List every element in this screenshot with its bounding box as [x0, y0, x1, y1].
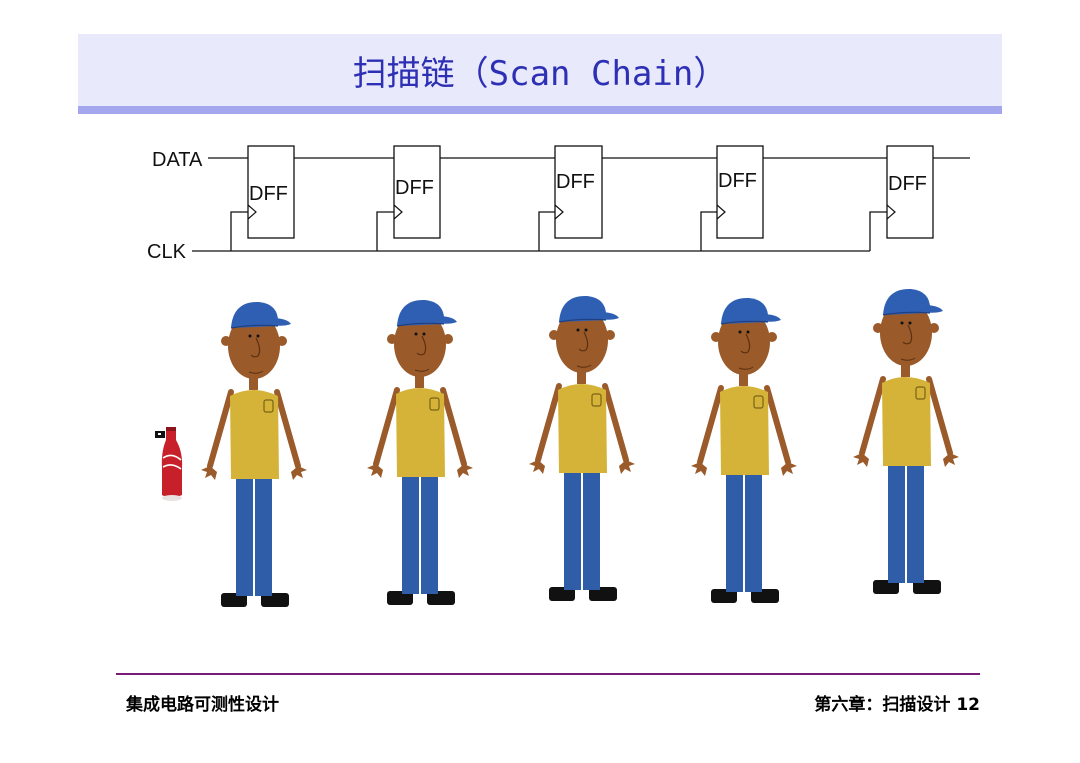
person-figure-5 [853, 289, 959, 594]
title-chinese: 扫描链 [352, 53, 455, 94]
clock-triangle-icon [247, 204, 257, 220]
person-figure-2 [367, 300, 473, 605]
clk-label: CLK [147, 241, 187, 263]
title-underline [78, 106, 1002, 114]
title-english: （Scan Chain） [454, 53, 728, 94]
dff-5: DFF [886, 145, 934, 239]
dff-label: DFF [888, 173, 927, 195]
dff-4: DFF [716, 145, 764, 239]
dff-3: DFF [554, 145, 603, 239]
footer-chapter-page: 第六章：扫描设计 12 [814, 695, 980, 715]
circuit: DATA CLK DFF DFF [147, 145, 970, 263]
clock-wires [192, 211, 887, 252]
people-row [201, 289, 959, 607]
clock-triangle-icon [886, 204, 896, 220]
clock-triangle-icon [554, 204, 564, 220]
footer-divider [116, 673, 980, 675]
person-figure-1 [201, 302, 307, 607]
footer-course-title: 集成电路可测性设计 [126, 695, 279, 715]
dff-1: DFF [247, 145, 295, 239]
dff-label: DFF [556, 171, 595, 193]
dff-label: DFF [718, 170, 757, 192]
person-figure-3 [529, 296, 635, 601]
title-band [78, 34, 1002, 106]
clock-triangle-icon [716, 204, 726, 220]
data-label: DATA [152, 149, 203, 171]
dff-2: DFF [393, 145, 441, 239]
slide-title: 扫描链（Scan Chain） [78, 34, 1002, 106]
person-figure-4 [691, 298, 797, 603]
coke-bottle-icon [155, 427, 183, 501]
clock-triangle-icon [393, 204, 403, 220]
dff-label: DFF [395, 177, 434, 199]
dff-label: DFF [249, 183, 288, 205]
